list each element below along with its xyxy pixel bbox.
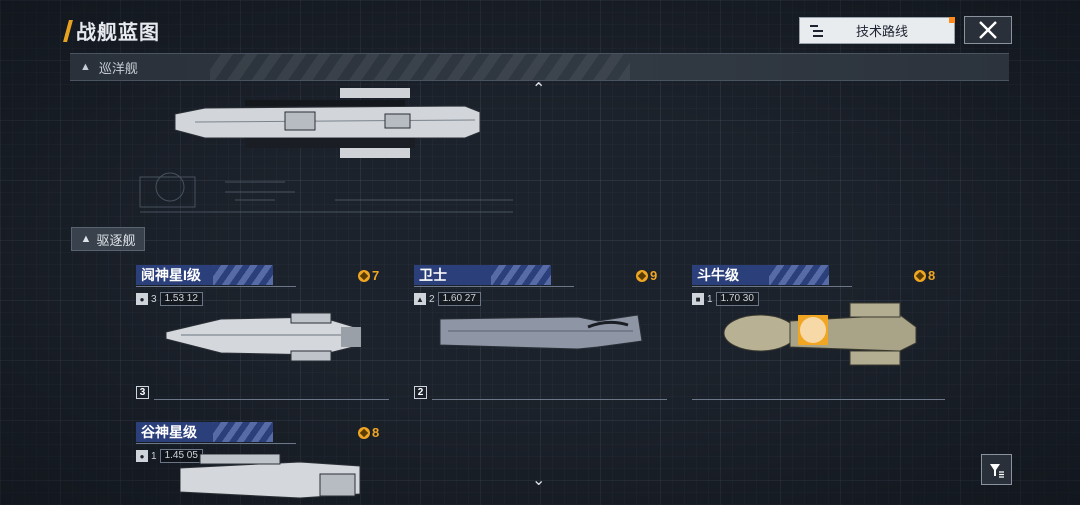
ship-stats: ■ 1 1.70 30 (692, 292, 759, 306)
cost-value: 9 (650, 268, 658, 283)
ship-name: 斗牛级 (692, 265, 829, 285)
tier-badge: 2 (414, 386, 427, 399)
ship-image (439, 314, 643, 350)
ship-cost: 8 (914, 268, 935, 283)
card-divider (414, 286, 574, 287)
section-label-cruiser: 巡洋舰 (98, 60, 138, 76)
cost-value: 7 (372, 268, 380, 283)
ship-image (723, 302, 917, 366)
tier-badge: 3 (136, 386, 149, 399)
collapse-triangle-icon: ▲ (80, 61, 91, 73)
chevron-down-icon[interactable]: ⌄ (532, 472, 546, 489)
ship-class-icon: ■ (692, 293, 704, 305)
page-title-text: 战舰蓝图 (76, 22, 160, 44)
ship-card-eris[interactable]: 阋神星I级 7 ● 3 1.53 12 3 (136, 265, 391, 405)
card-divider (692, 286, 852, 287)
blueprint-baseline (692, 399, 945, 400)
cost-icon (358, 426, 370, 439)
ship-card-ceres[interactable]: 谷神星级 8 ● 1 1.45 05 (136, 422, 391, 502)
cost-value: 8 (372, 425, 380, 440)
close-icon (979, 21, 997, 39)
ship-class-icon: ▲ (414, 293, 426, 305)
cost-icon (914, 269, 926, 282)
ship-stats: ● 3 1.53 12 (136, 292, 203, 306)
ship-name: 谷神星级 (136, 422, 273, 442)
ship-stats: ● 1 1.45 05 (136, 449, 203, 463)
ship-name: 阋神星I级 (136, 265, 273, 285)
page-title: 战舰蓝图 (63, 16, 160, 45)
ship-image (180, 454, 360, 499)
stat-tier: 1 (151, 450, 157, 462)
notification-dot (949, 17, 955, 23)
stat-tier: 2 (429, 293, 435, 305)
stat-values: 1.53 12 (159, 292, 203, 306)
section-header-destroyer[interactable]: ▲ 驱逐舰 (71, 227, 145, 251)
ship-cost: 7 (358, 268, 379, 283)
section-label-destroyer: 驱逐舰 (96, 232, 136, 248)
ship-cost: 8 (358, 425, 379, 440)
filter-button[interactable] (981, 454, 1012, 485)
blueprint-baseline (432, 399, 667, 400)
stat-values: 1.70 30 (715, 292, 759, 306)
cruiser-ship-image (139, 88, 513, 213)
ship-name: 卫士 (414, 265, 551, 285)
tech-route-label: 技术路线 (855, 24, 908, 39)
cost-icon (358, 269, 370, 282)
stat-values: 1.45 05 (159, 449, 203, 463)
tech-tree-icon (810, 24, 826, 38)
card-divider (136, 286, 296, 287)
cost-icon (636, 269, 648, 282)
ship-card-guardian[interactable]: 卫士 9 ▲ 2 1.60 27 2 (414, 265, 669, 405)
filter-icon (989, 463, 1004, 478)
ship-card-taurus[interactable]: 斗牛级 8 ■ 1 1.70 30 1 (692, 265, 947, 405)
tech-route-button[interactable]: 技术路线 (799, 17, 955, 44)
card-divider (136, 443, 296, 444)
section-header-cruiser[interactable]: ▲ 巡洋舰 (70, 53, 1009, 81)
stat-values: 1.60 27 (437, 292, 481, 306)
blueprint-baseline (154, 399, 389, 400)
ship-cost: 9 (636, 268, 657, 283)
ship-class-icon: ● (136, 450, 148, 462)
ship-image (165, 312, 362, 362)
close-button[interactable] (964, 16, 1012, 44)
stat-tier: 1 (707, 293, 713, 305)
ship-class-icon: ● (136, 293, 148, 305)
chevron-up-icon[interactable]: ⌃ (532, 81, 546, 98)
section-header-stripes (210, 54, 630, 80)
ship-stats: ▲ 2 1.60 27 (414, 292, 481, 306)
collapse-triangle-icon: ▲ (80, 233, 92, 245)
cost-value: 8 (928, 268, 936, 283)
stat-tier: 3 (151, 293, 157, 305)
